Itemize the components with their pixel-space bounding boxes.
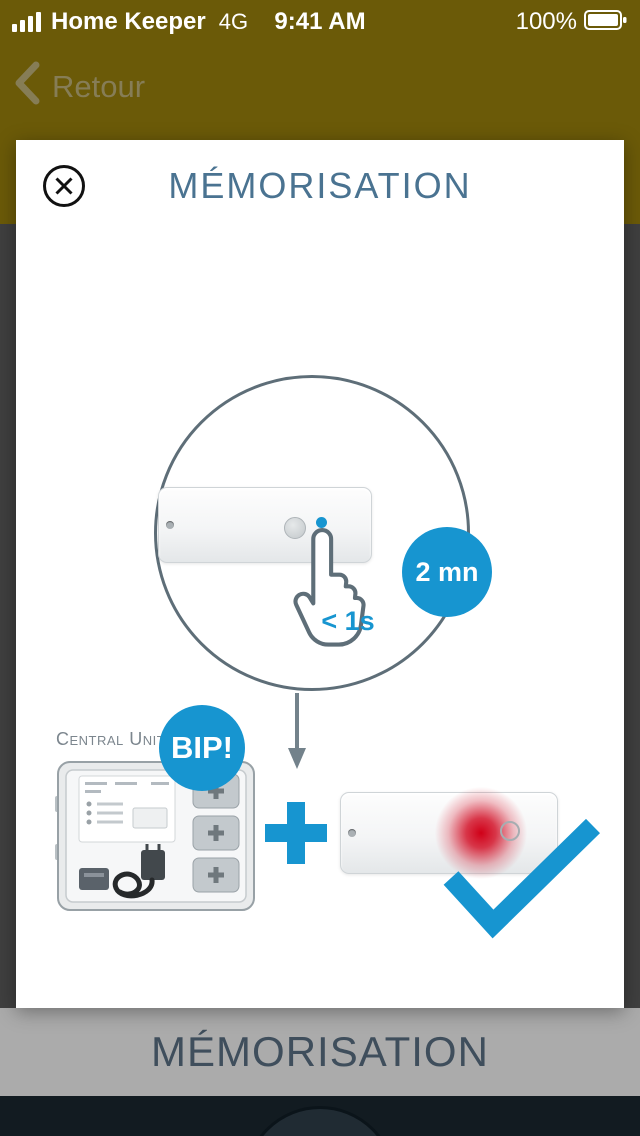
- signal-strength-icon: [12, 12, 42, 32]
- battery-icon: [584, 9, 628, 36]
- footer-button-dimmed: [244, 1106, 396, 1136]
- device-led-dot: [316, 517, 327, 528]
- plus-icon: [265, 802, 327, 864]
- network-type-label: 4G: [218, 9, 249, 34]
- page-behind-title-band: MÉMORISATION: [0, 1008, 640, 1096]
- press-duration-label: < 1s: [321, 606, 375, 636]
- device-button: [500, 821, 520, 841]
- back-chevron-icon: [14, 60, 40, 114]
- central-unit-illustration: [55, 761, 255, 911]
- paired-device-illustration: [340, 785, 558, 881]
- beep-badge: BIP!: [159, 705, 245, 791]
- page-title-dimmed: MÉMORISATION: [151, 1028, 489, 1075]
- status-bar-right: 100%: [516, 8, 628, 36]
- device-button: [284, 517, 306, 539]
- carrier-label: Home Keeper: [51, 8, 206, 35]
- pointing-finger-icon: [293, 528, 366, 647]
- close-icon: [43, 165, 85, 207]
- screw-dot: [166, 521, 174, 529]
- memorisation-modal: MÉMORISATION < 1s 2 mn Central Unit: [16, 140, 624, 1008]
- modal-title: MÉMORISATION: [168, 165, 472, 206]
- back-button[interactable]: Retour: [14, 60, 145, 114]
- back-label: Retour: [52, 69, 146, 104]
- battery-percentage-label: 100%: [515, 8, 577, 35]
- status-bar: Home Keeper 4G 9:41 AM 100%: [0, 0, 640, 44]
- sensor-device-illustration: [158, 487, 372, 563]
- success-checkmark-icon: [443, 818, 600, 939]
- page-behind-footer: [0, 1096, 640, 1136]
- screw-dot: [348, 829, 356, 837]
- duration-badge: 2 mn: [402, 527, 492, 617]
- close-button[interactable]: [42, 164, 86, 208]
- central-unit-label: Central Unit: [56, 729, 166, 749]
- arrow-down-icon: [288, 693, 306, 769]
